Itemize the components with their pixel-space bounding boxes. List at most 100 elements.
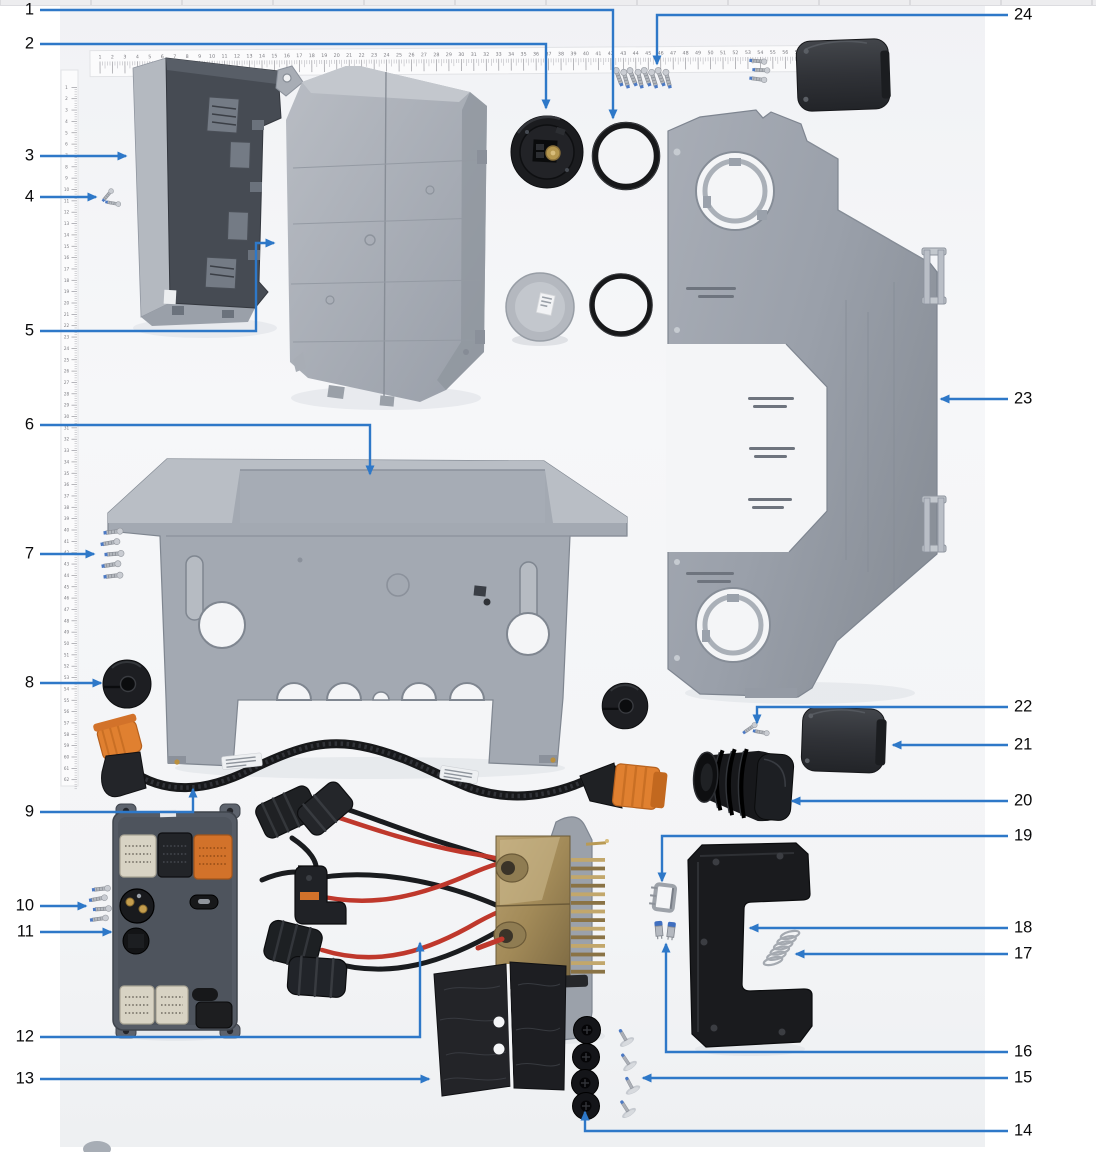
harness-elbow: [294, 865, 347, 925]
ruler-left-number: 23: [64, 335, 70, 340]
callout-number-17: 17: [1014, 945, 1032, 963]
heater-fins: [571, 858, 605, 974]
housing-rail-top: [921, 247, 947, 305]
callout-number-10: 10: [16, 897, 34, 915]
harness-connector-4: [286, 955, 348, 999]
ruler-top-number: 16: [284, 53, 290, 59]
ruler-top-number: 53: [745, 50, 751, 56]
ruler-left-number: 54: [64, 686, 70, 691]
ruler-top-number: 38: [558, 51, 564, 57]
ruler-top-number: 21: [346, 53, 352, 59]
ruler-left-number: 2: [65, 96, 68, 101]
ruler-left-number: 34: [64, 459, 70, 464]
part-2-pump-cap: [510, 115, 584, 189]
ruler-left-number: 28: [64, 391, 70, 396]
ruler-top-number: 12: [234, 54, 240, 60]
ruler-left-number: 17: [64, 266, 70, 271]
ruler-left-number: 10: [64, 187, 70, 192]
ruler-left-number: 26: [64, 369, 70, 374]
controller-connector-cream-1: [119, 834, 157, 878]
ruler-left-number: 8: [65, 164, 68, 169]
callout-line-9-jumper-cable: [40, 787, 198, 814]
ruler-left: 1234567891011121314151617181920212223242…: [60, 69, 79, 790]
controller-connector-orange: [193, 834, 233, 880]
callout-number-2: 2: [25, 35, 34, 53]
cylinder-cap: [505, 272, 575, 346]
ruler-top-number: 36: [533, 51, 539, 57]
ruler-top-number: 46: [658, 51, 664, 57]
part-16-clip-pair: [654, 920, 676, 941]
ruler-left-number: 36: [64, 482, 70, 487]
ruler-left-number: 41: [64, 539, 70, 544]
cable-connector-right: [611, 763, 668, 810]
ruler-top-number: 10: [209, 54, 215, 60]
part-6-mounting-bracket: [107, 458, 628, 767]
ruler-top-number: 4: [136, 54, 139, 60]
ruler-left-number: 19: [64, 289, 70, 294]
ruler-top-number: 43: [620, 51, 626, 57]
ruler-left-number: 21: [64, 312, 70, 317]
controller-connector-black: [157, 832, 193, 878]
ruler-left-number: 50: [64, 641, 70, 646]
ruler-left-number: 51: [64, 652, 70, 657]
ruler-left-number: 14: [64, 232, 70, 237]
part-5-main-cover: [275, 65, 487, 407]
ruler-left-number: 39: [64, 516, 70, 521]
ruler-left-number: 22: [64, 323, 70, 328]
callout-number-20: 20: [1014, 792, 1032, 810]
ruler-left-number: 48: [64, 618, 70, 623]
ruler-left-ticks: 1234567891011121314151617181920212223242…: [64, 85, 77, 790]
ruler-top-number: 40: [583, 51, 589, 57]
ruler-left-number: 33: [64, 448, 70, 453]
controller-connector-cream-2: [119, 985, 155, 1025]
ruler-top-number: 18: [309, 53, 315, 59]
callout-line-19-metal-clip: [657, 834, 1008, 883]
ruler-left-number: 25: [64, 357, 70, 362]
callout-number-12: 12: [16, 1028, 34, 1046]
ruler-top-number: 42: [608, 51, 614, 57]
ruler-top-number: 49: [695, 50, 701, 56]
ruler-top-number: 14: [259, 53, 265, 59]
part-9-jumper-cable: [93, 713, 668, 810]
ruler-left-number: 9: [65, 176, 68, 181]
controller-connector-cream-3: [155, 985, 189, 1025]
corner-cap-top: [795, 38, 891, 112]
ruler-top-number: 6: [161, 54, 164, 60]
o-ring-small: [589, 273, 653, 337]
callout-number-24: 24: [1014, 6, 1032, 24]
ruler-top-number: 44: [633, 51, 639, 57]
ruler-left-number: 52: [64, 664, 70, 669]
ruler-top-number: 25: [396, 52, 402, 58]
callout-number-14: 14: [1014, 1122, 1032, 1140]
ruler-top-number: 50: [707, 50, 713, 56]
ruler-top-number: 13: [246, 53, 252, 59]
ruler-top-number: 2: [111, 54, 114, 60]
ruler-left-number: 44: [64, 573, 70, 578]
ruler-left-number: 62: [64, 777, 70, 782]
ruler-top-number: 33: [496, 52, 502, 58]
cable-label-1: [221, 752, 263, 770]
callout-number-13: 13: [16, 1070, 34, 1088]
ruler-top-number: 8: [186, 54, 189, 60]
ruler-top-number: 5: [148, 54, 151, 60]
ruler-top-number: 55: [770, 50, 776, 56]
ruler-left-number: 13: [64, 221, 70, 226]
ruler-top-number: 15: [271, 53, 277, 59]
ruler-left-number: 45: [64, 584, 70, 589]
controller-button: [189, 894, 219, 910]
callout-number-1: 1: [25, 1, 34, 19]
ruler-left-number: 11: [64, 198, 70, 203]
ruler-left-number: 61: [64, 766, 70, 771]
ruler-left-number: 15: [64, 244, 70, 249]
ruler-top-number: 47: [670, 51, 676, 57]
ruler-left-number: 57: [64, 720, 70, 725]
part-23-main-housing: [666, 109, 947, 698]
callout-line-22-screw-pair: [752, 705, 1008, 725]
ruler-top-number: 51: [720, 50, 726, 56]
ruler-top-number: 37: [545, 51, 551, 57]
controller-power-connector: [119, 888, 155, 924]
ruler-top-number: 26: [408, 52, 414, 58]
ruler-top-number: 3: [123, 54, 126, 60]
part-18-gasket-frame: [687, 842, 813, 1048]
ruler-top-number: 23: [371, 53, 377, 59]
